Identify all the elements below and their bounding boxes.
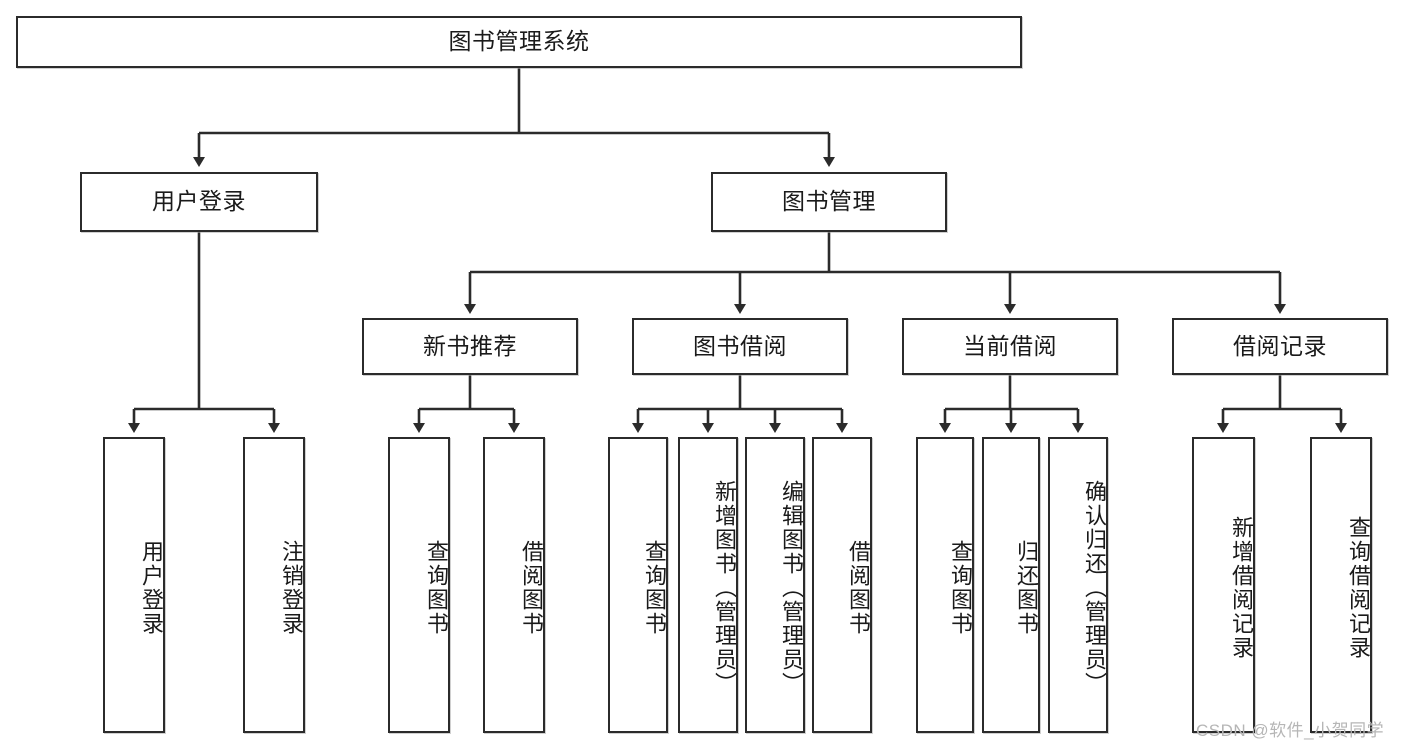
leaf-confirm-return[interactable]: 确认归还（管理员） [1048,437,1108,733]
leaf-label: 归还图书 [1014,540,1039,636]
node-current-borrow-label: 当前借阅 [963,332,1057,359]
leaf-label: 注销登录 [279,540,304,636]
leaf-query-record[interactable]: 查询借阅记录 [1310,437,1372,733]
leaf-query-book-1[interactable]: 查询图书 [388,437,450,733]
node-current-borrow[interactable]: 当前借阅 [902,318,1118,375]
leaf-borrow-book-2[interactable]: 借阅图书 [812,437,872,733]
node-user-login[interactable]: 用户登录 [80,172,318,232]
node-book-management[interactable]: 图书管理 [711,172,947,232]
leaf-logout[interactable]: 注销登录 [243,437,305,733]
node-book-management-label: 图书管理 [782,188,876,215]
node-root[interactable]: 图书管理系统 [16,16,1022,68]
leaf-query-book-3[interactable]: 查询图书 [916,437,974,733]
node-borrow-record-label: 借阅记录 [1233,332,1327,359]
node-book-borrow-label: 图书借阅 [693,332,787,359]
leaf-label: 新增图书（管理员） [712,480,737,696]
leaf-add-book[interactable]: 新增图书（管理员） [678,437,738,733]
leaf-label: 查询图书 [642,540,667,636]
node-user-login-label: 用户登录 [152,188,246,215]
node-borrow-record[interactable]: 借阅记录 [1172,318,1388,375]
leaf-user-login[interactable]: 用户登录 [103,437,165,733]
leaf-label: 确认归还（管理员） [1082,480,1107,696]
node-new-book-recommend-label: 新书推荐 [423,332,517,359]
leaf-label: 编辑图书（管理员） [779,480,804,696]
leaf-label: 查询图书 [948,540,973,636]
csdn-watermark: CSDN @软件_小贺同学 [1196,721,1385,740]
leaf-label: 用户登录 [139,540,164,636]
node-root-label: 图书管理系统 [448,28,590,55]
leaf-borrow-book-1[interactable]: 借阅图书 [483,437,545,733]
leaf-return-book[interactable]: 归还图书 [982,437,1040,733]
leaf-label: 借阅图书 [519,540,544,636]
leaf-edit-book[interactable]: 编辑图书（管理员） [745,437,805,733]
leaf-label: 新增借阅记录 [1229,516,1254,660]
node-new-book-recommend[interactable]: 新书推荐 [362,318,578,375]
leaf-label: 查询借阅记录 [1346,516,1371,660]
leaf-query-book-2[interactable]: 查询图书 [608,437,668,733]
leaf-label: 查询图书 [424,540,449,636]
leaf-label: 借阅图书 [846,540,871,636]
node-book-borrow[interactable]: 图书借阅 [632,318,848,375]
leaf-add-record[interactable]: 新增借阅记录 [1192,437,1255,733]
